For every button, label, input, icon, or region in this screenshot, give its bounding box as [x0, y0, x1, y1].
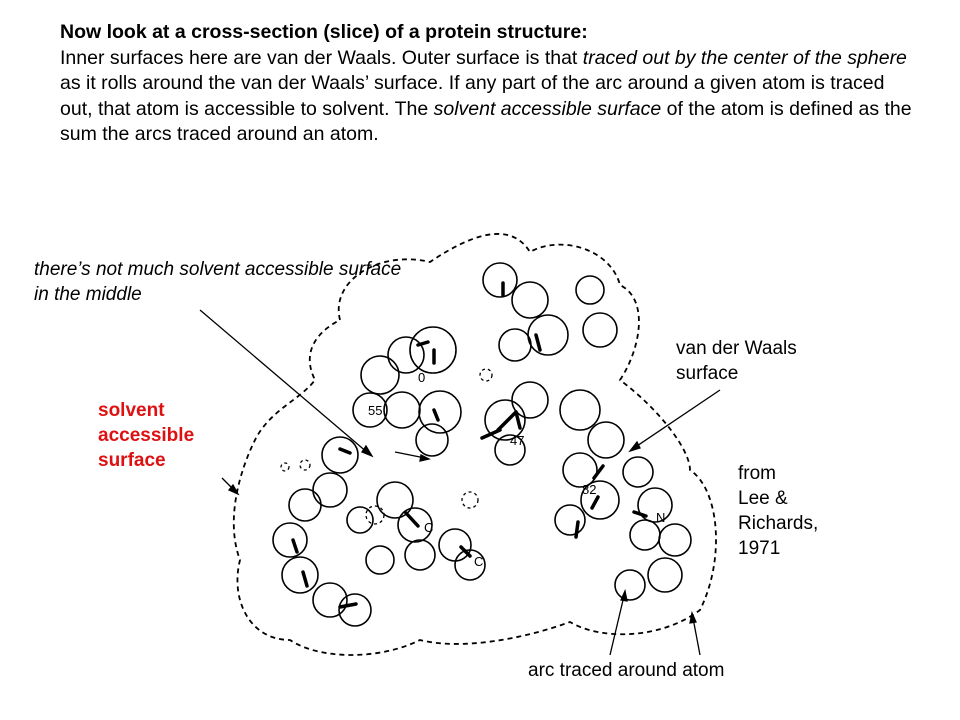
intro-paragraph: Now look at a cross-section (slice) of a…	[60, 20, 920, 148]
bond-strokes	[291, 281, 648, 609]
label-citation-line2: Lee &	[738, 488, 788, 509]
intro-text-3: of the atom is defined as the sum the ar…	[60, 97, 912, 146]
mark-n: N	[656, 510, 665, 525]
label-solvent-accessible-surface: solvent accessible surface	[98, 398, 194, 473]
label-not-much-sas-line2: in the middle	[34, 284, 142, 305]
label-van-der-waals-surface: van der Waals surface	[676, 336, 797, 386]
label-sas-line2: accessible	[98, 425, 195, 446]
mark-0: 0	[418, 370, 425, 385]
mark-c2: C	[474, 554, 483, 569]
label-citation-line1: from	[738, 463, 776, 484]
annotation-arrows	[199, 309, 721, 656]
label-citation: from Lee & Richards, 1971	[738, 461, 818, 561]
van-der-waals-atoms	[272, 262, 692, 627]
label-arc-traced: arc traced around atom	[528, 660, 725, 681]
label-vdw-line1: van der Waals	[676, 338, 797, 359]
label-citation-line3: Richards,	[738, 513, 819, 534]
mark-55: 55	[368, 403, 382, 418]
label-sas-line3: surface	[98, 450, 166, 471]
intro-title: Now look at a cross-section (slice) of a…	[60, 21, 588, 43]
label-citation-line4: 1971	[738, 538, 781, 559]
internal-cavities	[280, 368, 493, 525]
label-vdw-line2: surface	[676, 363, 739, 384]
intro-text-1: Inner surfaces here are van der Waals. O…	[60, 46, 583, 69]
intro-emphasis-1: traced out by the center of the sphere	[582, 46, 907, 69]
intro-emphasis-2: solvent accessible surface	[433, 97, 662, 120]
label-not-much-sas: there’s not much solvent accessible surf…	[34, 257, 401, 307]
label-not-much-sas-line1: there’s not much solvent accessible surf…	[34, 259, 402, 280]
mark-c1: C	[424, 520, 433, 535]
label-sas-line1: solvent	[98, 400, 165, 421]
mark-82: 82	[582, 482, 596, 497]
intro-text-2: as it rolls around the van der Waals’ su…	[60, 72, 885, 120]
mark-47: 47	[510, 433, 524, 448]
solvent-accessible-outline	[232, 233, 717, 656]
